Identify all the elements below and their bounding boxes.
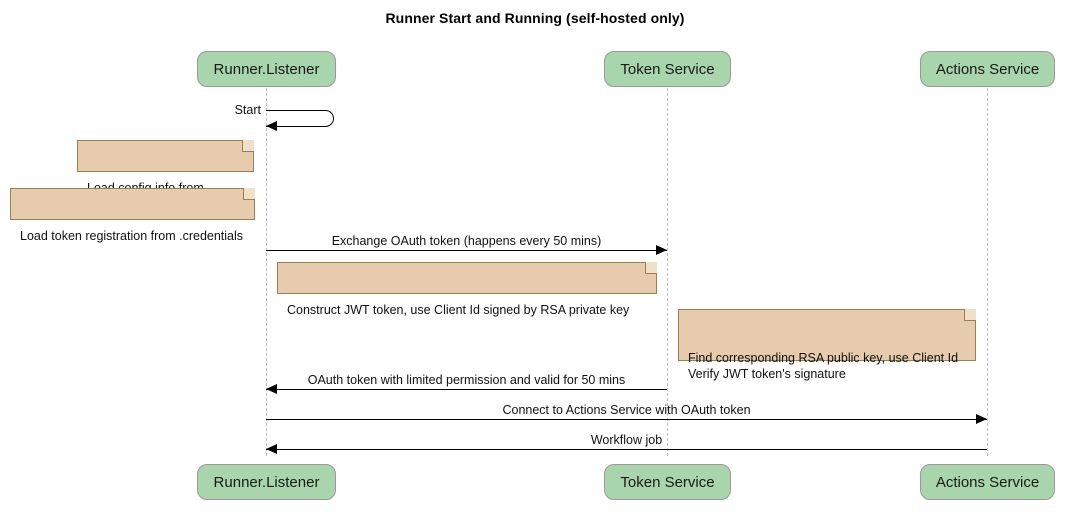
participant-label: Runner.Listener [213,60,320,78]
message-line-connect-to-actions-service [266,419,987,420]
participant-label: Runner.Listener [213,473,320,491]
participant-label: Actions Service [935,473,1040,491]
lifeline-actions [987,88,988,456]
participant-token-service-top[interactable]: Token Service [604,51,731,87]
note-text: Find corresponding RSA public key, use C… [688,351,959,381]
participant-actions-service-bottom[interactable]: Actions Service [920,464,1055,500]
lifeline-token [667,88,668,456]
lifeline-runner [266,88,267,456]
message-arrowhead-start [266,121,277,131]
message-self-loop-start [266,110,334,127]
message-arrowhead-exchange-oauth-token [656,245,667,255]
message-line-workflow-job [266,449,987,450]
note-fold-corner-icon [964,309,976,321]
message-arrowhead-oauth-token-returned [266,384,277,394]
note-find-rsa-public-key: Find corresponding RSA public key, use C… [678,309,976,381]
message-label-oauth-token-returned: OAuth token with limited permission and … [307,373,626,387]
participant-runner-listener-top[interactable]: Runner.Listener [197,51,336,87]
note-construct-jwt-token: Construct JWT token, use Client Id signe… [277,262,657,317]
note-fold-corner-icon [645,262,657,274]
participant-runner-listener-bottom[interactable]: Runner.Listener [197,464,336,500]
message-line-oauth-token-returned [266,389,667,390]
page-title: Runner Start and Running (self-hosted on… [385,10,685,26]
message-label-exchange-oauth-token: Exchange OAuth token (happens every 50 m… [331,234,602,248]
note-fold-corner-icon [243,188,255,200]
message-label-start: Start [234,103,261,117]
message-label-workflow-job: Workflow job [590,433,663,447]
message-line-exchange-oauth-token [266,250,667,251]
message-arrowhead-connect-to-actions-service [976,414,987,424]
note-load-token-registration: Load token registration from .credential… [10,188,255,243]
participant-label: Actions Service [935,60,1040,78]
participant-label: Token Service [620,60,715,78]
note-fold-corner-icon [242,140,254,152]
note-text: Load token registration from .credential… [20,229,244,243]
message-arrowhead-workflow-job [266,444,277,454]
participant-actions-service-top[interactable]: Actions Service [920,51,1055,87]
note-text: Construct JWT token, use Client Id signe… [287,303,630,317]
participant-label: Token Service [620,473,715,491]
note-load-config-info: Load config info from .runner [77,140,254,211]
participant-token-service-bottom[interactable]: Token Service [604,464,731,500]
message-label-connect-to-actions-service: Connect to Actions Service with OAuth to… [502,403,751,417]
